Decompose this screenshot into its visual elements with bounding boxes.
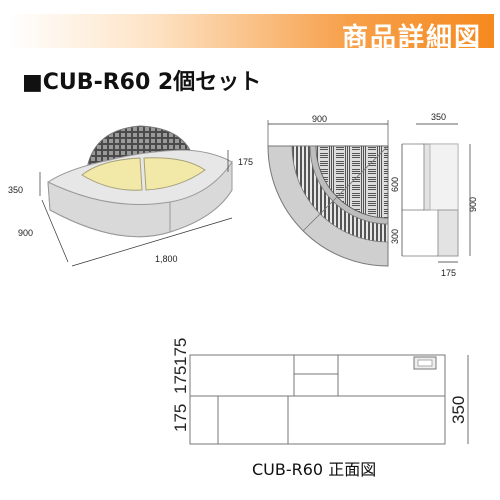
side-dim-bottom: 175	[441, 268, 456, 278]
dim-depth: 900	[18, 228, 33, 238]
side-view: 350 600 300 900 175	[390, 112, 478, 278]
front-lower-tier	[189, 395, 446, 445]
front-view-caption: CUB-R60 正面図	[252, 460, 377, 479]
front-dim-upper: 175	[171, 366, 190, 394]
side-lower	[437, 209, 459, 257]
plan-view: 900	[267, 114, 389, 267]
side-dim-lower: 300	[390, 229, 400, 244]
side-dim-top: 350	[431, 112, 446, 122]
perspective-view: 350 900 1,800 175	[8, 125, 253, 267]
banner-background	[8, 14, 494, 48]
front-dim-total: 350	[449, 396, 468, 424]
product-title: ■CUB-R60 2個セット	[22, 70, 262, 95]
dim-width: 1,800	[155, 254, 178, 264]
front-dim-lower: 175	[171, 338, 190, 366]
front-upper-tier	[189, 354, 446, 397]
seat-cushion-right	[143, 157, 206, 191]
side-dim-upper: 600	[390, 177, 400, 192]
front-dim-lower2: 175	[171, 404, 190, 432]
bench-front-face	[47, 160, 233, 238]
dim-height: 350	[8, 185, 23, 195]
front-view: 175 175 175 350	[171, 338, 469, 445]
seat-cushion-left	[81, 157, 143, 191]
dim-step: 175	[238, 157, 253, 167]
side-dim-total: 900	[468, 197, 478, 212]
header-banner: 商品詳細図	[8, 14, 494, 53]
banner-title: 商品詳細図	[341, 23, 482, 53]
plan-dim-top: 900	[312, 114, 327, 124]
